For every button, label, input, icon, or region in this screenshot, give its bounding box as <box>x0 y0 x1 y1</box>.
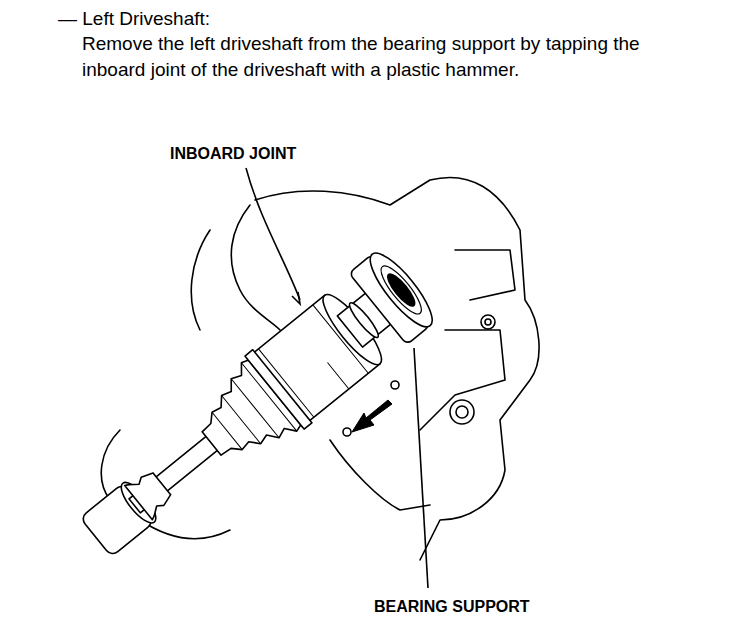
instruction-text: Remove the left driveshaft from the bear… <box>82 31 652 83</box>
leader-line <box>414 348 428 588</box>
bearing-support <box>349 254 430 344</box>
driveshaft <box>66 245 441 574</box>
bearing-support <box>361 245 441 334</box>
bolt-hole <box>481 315 495 329</box>
leader-arrow <box>292 292 300 304</box>
housing-rib <box>455 250 515 300</box>
direction-arrow <box>352 400 392 432</box>
joint-band <box>245 350 312 429</box>
boot <box>125 467 176 520</box>
bolt-hole <box>450 400 474 424</box>
housing-rib <box>330 440 430 510</box>
part-label: INBOARD JOINT <box>170 144 296 164</box>
housing-outline <box>191 230 210 330</box>
section-heading: — Left Driveshaft: <box>58 6 210 31</box>
bolt-hole <box>391 381 399 389</box>
bearing-race <box>375 261 427 319</box>
bolt-hole <box>343 428 351 436</box>
housing-outline <box>231 205 280 330</box>
housing-rib <box>420 330 505 430</box>
bearing-bore <box>384 271 418 310</box>
part-label: BEARING SUPPORT <box>374 597 530 617</box>
bolt-hole <box>456 406 468 418</box>
leader-line <box>246 168 300 300</box>
bolt-hole <box>485 319 491 325</box>
